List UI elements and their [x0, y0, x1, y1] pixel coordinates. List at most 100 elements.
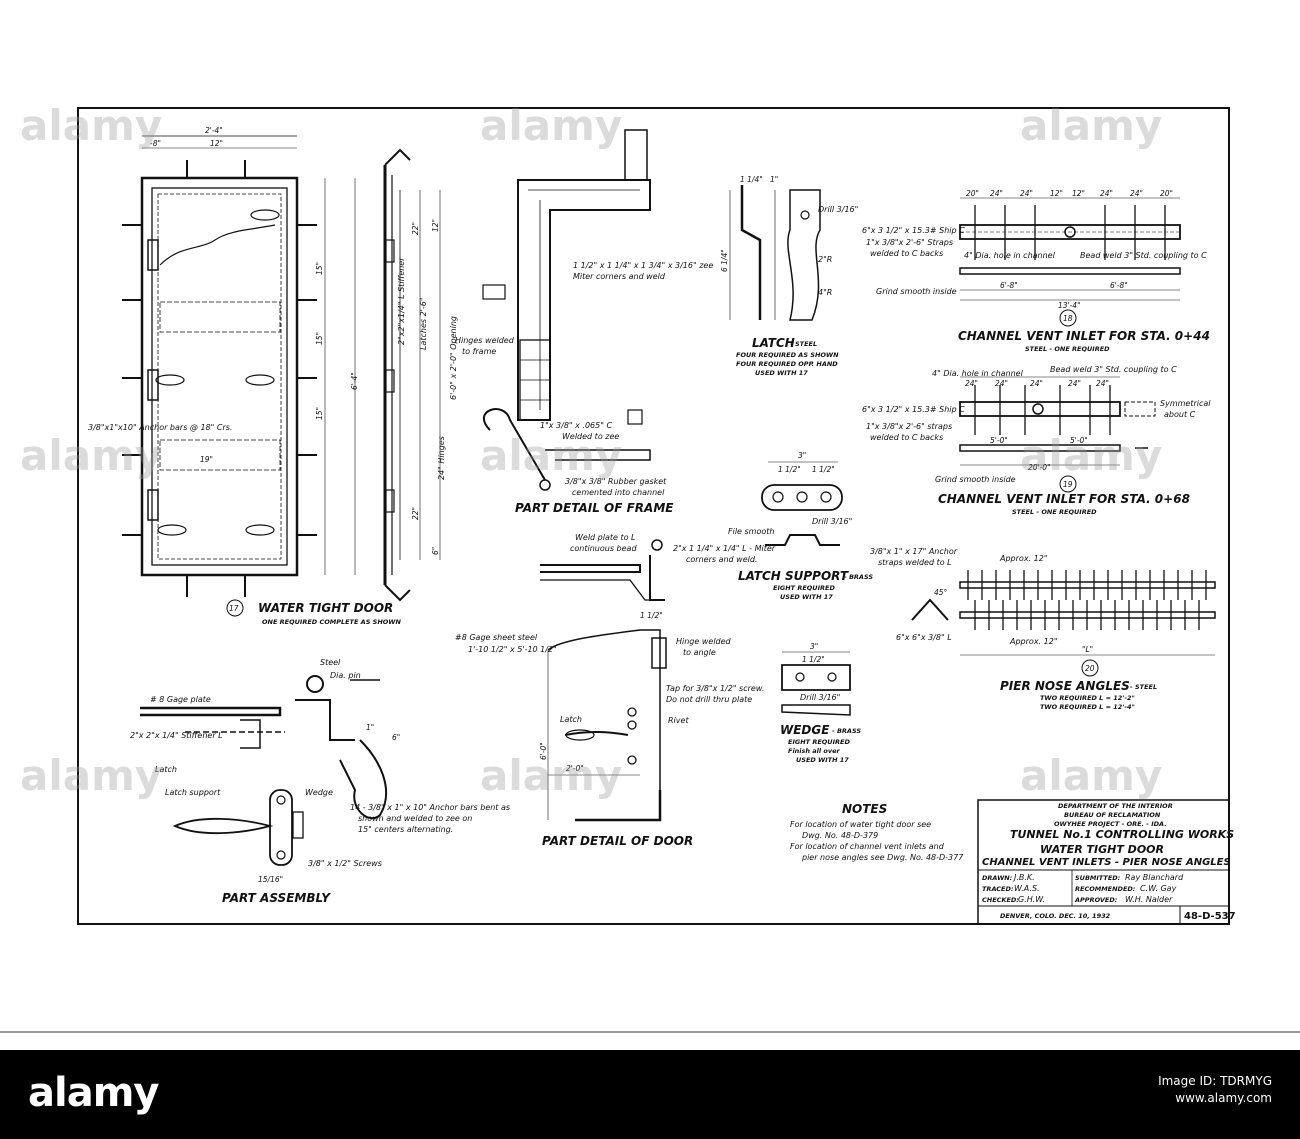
support-file: File smooth [728, 527, 774, 536]
pier-approx-bottom: Approx. 12" [1009, 637, 1058, 646]
vent19-dim-2: 24" [995, 379, 1008, 388]
pier-title: PIER NOSE ANGLES [1000, 679, 1130, 693]
pier-approx-top: Approx. 12" [999, 554, 1048, 563]
tb-project: OWYHEE PROJECT - ORE. - IDA. [1054, 820, 1167, 828]
tb-traced-label: TRACED: [982, 885, 1014, 893]
pier-anchor: 3/8"x 1" x 17" Anchor [870, 547, 958, 556]
notes: NOTES For location of water tight door s… [790, 802, 964, 862]
frame-detail-title: PART DETAIL OF FRAME [515, 501, 674, 515]
assembly-title: PART ASSEMBLY [222, 891, 331, 905]
assembly-dim-a: 1" [366, 723, 374, 732]
door-elevation-labels: 2'-4" -8" 12" 6'-4" 15" 15" 15" 19" 3/8"… [88, 126, 401, 626]
wedge-title: WEDGE [780, 723, 830, 737]
hinges-note: 24" Hinges [437, 436, 446, 480]
assembly-stiffener: 2"x 2"x 1/4" Stiffener L [130, 731, 223, 740]
part-assembly-labels: Steel Dia. pin # 8 Gage plate 2"x 2"x 1/… [130, 658, 510, 905]
tb-bureau: BUREAU OF RECLAMATION [1064, 811, 1161, 819]
door-span2-dim: 15" [315, 332, 324, 345]
vent18-dim-2: 24" [990, 189, 1003, 198]
watermark: alamy [20, 751, 162, 800]
assembly-anchor-2: shown and welded to zee on [358, 814, 472, 823]
wedge-sub-1: EIGHT REQUIRED [788, 738, 850, 746]
door-height-dim: 6'-4" [350, 372, 359, 390]
door-detail-height: 6'-0" [539, 742, 548, 760]
detail-number-19: 19 [1063, 480, 1073, 489]
support-material: - BRASS [844, 573, 873, 581]
tb-approved-label: APPROVED: [1074, 896, 1118, 904]
door-sheet-note-2: 1'-10 1/2" x 5'-10 1/2" [468, 645, 557, 654]
pier-angle: 6"x 6"x 3/8" L [896, 633, 952, 642]
door-left-dim: -8" [150, 139, 161, 148]
latch-sub-3: USED WITH 17 [755, 369, 808, 377]
latch-labels: Drill 3/16" 2"R 4"R 6 1/4" 1 1/4" 1" LAT… [720, 175, 858, 377]
door-section [383, 148, 441, 602]
part-assembly [140, 675, 388, 866]
wedge-dim-a: 1 1/2" [802, 655, 825, 664]
rivet-note: Rivet [668, 716, 689, 725]
assembly-plate: # 8 Gage plate [150, 695, 211, 704]
tb-title-1: WATER TIGHT DOOR [1040, 843, 1164, 856]
assembly-screws: 3/8" x 1/2" Screws [308, 859, 382, 868]
vent19-subtitle: STEEL - ONE REQUIRED [1012, 508, 1097, 516]
weld-note: Weld plate to L [575, 533, 636, 542]
latch-sub-2: FOUR REQUIRED OPP. HAND [736, 360, 838, 368]
tb-place-date: DENVER, COLO. DEC. 10, 1932 [1000, 912, 1111, 920]
detail-marker-19 [1059, 475, 1077, 493]
door-detail-title: PART DETAIL OF DOOR [542, 834, 693, 848]
vent18-total: 13'-4" [1058, 301, 1081, 310]
wedge-detail [781, 651, 851, 716]
vent-19 [959, 376, 1156, 466]
vent19-dim-4: 24" [1068, 379, 1081, 388]
detail-number-17: 17 [229, 604, 239, 613]
support-sub-1: EIGHT REQUIRED [773, 584, 835, 592]
vent18-straps-2: welded to C backs [870, 249, 943, 258]
tb-checked: G.H.W. [1018, 895, 1045, 904]
latch-dim-b: 1" [770, 175, 778, 184]
tb-drawing-number: 48-D-537 [1184, 911, 1236, 922]
vent19-grind: Grind smooth inside [935, 475, 1016, 484]
pier-degrees: 45° [934, 588, 948, 597]
vent19-total: 20'-0" [1028, 463, 1051, 472]
detail-marker-17 [226, 599, 244, 617]
vent19-title: CHANNEL VENT INLET FOR STA. 0+68 [938, 492, 1190, 506]
latch-support-labels: 3" 1 1/2" 1 1/2" Drill 3/16" File smooth… [728, 451, 873, 601]
tb-drawn: J.B.K. [1012, 873, 1035, 882]
door-part-detail-labels: #8 Gage sheet steel 1'-10 1/2" x 5'-10 1… [455, 633, 764, 848]
latch-radius-2: 4"R [818, 288, 832, 297]
alamy-logo: alamy [28, 1070, 159, 1116]
vent19-dim-5: 24" [1096, 379, 1109, 388]
vent19-straps: 1"x 3/8"x 2'-6" straps [866, 422, 952, 431]
frame-detail-labels: 1 1/2" x 1 1/4" x 1 3/4" x 3/16" zee Mit… [455, 261, 713, 515]
assembly-latch-support: Latch support [165, 788, 221, 797]
opening-note: 6'-0" x 2'-0" Opening [449, 316, 458, 400]
angle-note: 2"x 1 1/4" x 1/4" L - Miter [673, 544, 776, 553]
vent18-subtitle: STEEL - ONE REQUIRED [1025, 345, 1110, 353]
wedge-dim-total: 3" [810, 642, 818, 651]
tb-traced: W.A.S. [1014, 884, 1040, 893]
vent19-dim-3: 24" [1030, 379, 1043, 388]
stock-footer: alamy Image ID: TDRMYG www.alamy.com [0, 1050, 1300, 1139]
angle-note-2: corners and weld. [686, 555, 757, 564]
door-part-detail [547, 629, 667, 822]
vent19-half-2: 5'-0" [1070, 436, 1088, 445]
section-dim-b: 12" [431, 219, 440, 232]
notes-line-4: pier nose angles see Dwg. No. 48-D-377 [801, 853, 964, 862]
vent18-dim-5: 12" [1072, 189, 1085, 198]
door-width-dim: 2'-4" [205, 126, 223, 135]
engineering-drawing: 2'-4" -8" 12" 6'-4" 15" 15" 15" 19" 3/8"… [0, 101, 1300, 1033]
assembly-wedge: Wedge [305, 788, 333, 797]
door-elevation [122, 135, 356, 597]
watermark: alamy [20, 101, 162, 150]
section-dim-a: 22" [411, 222, 420, 235]
assembly-steel: Steel [320, 658, 341, 667]
vent18-straps: 1"x 3/8"x 2'-6" Straps [866, 238, 953, 247]
pier-sub-2: TWO REQUIRED L = 12'-4" [1040, 703, 1135, 711]
detail-number-20: 20 [1085, 664, 1095, 673]
vent19-sym: Symmetrical [1160, 399, 1211, 408]
drawing-sheet: 2'-4" -8" 12" 6'-4" 15" 15" 15" 19" 3/8"… [0, 101, 1300, 1033]
door-sheet-note: #8 Gage sheet steel [455, 633, 538, 642]
tb-recommended: C.W. Gay [1140, 884, 1177, 893]
pier-anchor-2: straps welded to L [878, 558, 952, 567]
notes-line-2: Dwg. No. 48-D-379 [802, 831, 878, 840]
watermark: alamy [480, 431, 622, 480]
